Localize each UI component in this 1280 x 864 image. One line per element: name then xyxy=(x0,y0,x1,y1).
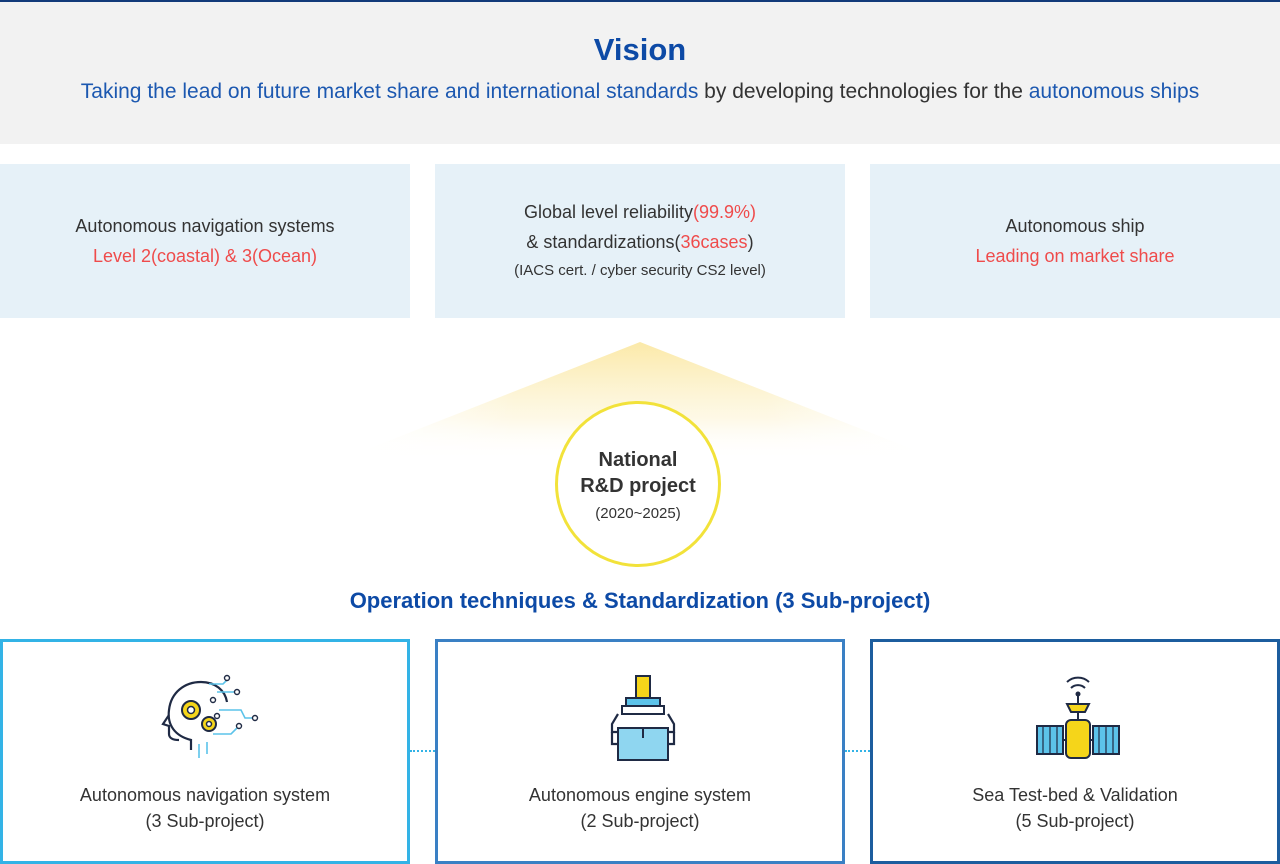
subproject-name: Autonomous engine system xyxy=(528,785,752,805)
subproject-count: (5 Sub-project) xyxy=(1015,811,1135,831)
goal-value: (99.9%) xyxy=(693,202,757,222)
vision-title: Vision xyxy=(593,32,687,67)
goal-value: 36cases xyxy=(680,232,748,252)
goal-target: Leading on market share xyxy=(975,246,1175,266)
subproject-engine: Autonomous engine system (2 Sub-project) xyxy=(435,639,845,864)
engine-module-icon xyxy=(610,675,676,761)
goal-text: & standardizations( xyxy=(526,232,681,252)
goal-box-navigation: Autonomous navigation systems Level 2(co… xyxy=(0,164,410,318)
subproject-count: (2 Sub-project) xyxy=(580,811,700,831)
subproject-name: Autonomous navigation system xyxy=(79,785,331,805)
subproject-label: Autonomous navigation system (3 Sub-proj… xyxy=(3,782,407,834)
vision-subtitle: Taking the lead on future market share a… xyxy=(0,80,1280,104)
connector-line xyxy=(410,750,435,752)
top-divider xyxy=(0,0,1280,2)
goal-title: Autonomous ship xyxy=(1005,216,1145,236)
goal-subtitle: & standardizations(36cases) xyxy=(526,227,753,257)
subproject-name: Sea Test-bed & Validation xyxy=(972,785,1178,805)
subproject-label: Sea Test-bed & Validation (5 Sub-project… xyxy=(873,782,1277,834)
rd-title-line1: National xyxy=(598,448,678,471)
subproject-count: (3 Sub-project) xyxy=(145,811,265,831)
goal-box-reliability: Global level reliability(99.9%) & standa… xyxy=(435,164,845,318)
subproject-testbed: Sea Test-bed & Validation (5 Sub-project… xyxy=(870,639,1280,864)
subproject-navigation: Autonomous navigation system (3 Sub-proj… xyxy=(0,639,410,864)
vision-subtitle-highlight: Taking the lead on future market share a… xyxy=(80,80,699,103)
rd-years: (2020~2025) xyxy=(595,504,681,522)
vision-banner: Vision Taking the lead on future market … xyxy=(0,2,1280,144)
goal-text: ) xyxy=(747,232,754,252)
goal-title: Autonomous navigation systems xyxy=(75,216,335,236)
ai-head-gears-icon xyxy=(161,674,259,758)
goal-box-market: Autonomous ship Leading on market share xyxy=(870,164,1280,318)
goal-target: Level 2(coastal) & 3(Ocean) xyxy=(92,246,318,266)
vision-subtitle-highlight-end: autonomous ships xyxy=(1028,80,1200,103)
operations-title: Operation techniques & Standardization (… xyxy=(349,588,931,613)
vision-subtitle-text: by developing technologies for the xyxy=(698,80,1029,103)
goal-text: Global level reliability xyxy=(523,202,694,222)
rd-project-circle: National R&D project (2020~2025) xyxy=(555,401,721,567)
satellite-icon xyxy=(1036,676,1120,759)
goal-note: (IACS cert. / cyber security CS2 level) xyxy=(514,262,766,279)
goal-title: Global level reliability(99.9%) xyxy=(524,197,756,227)
subproject-label: Autonomous engine system (2 Sub-project) xyxy=(438,782,842,834)
connector-line xyxy=(845,750,870,752)
rd-title-line2: R&D project xyxy=(580,474,696,497)
